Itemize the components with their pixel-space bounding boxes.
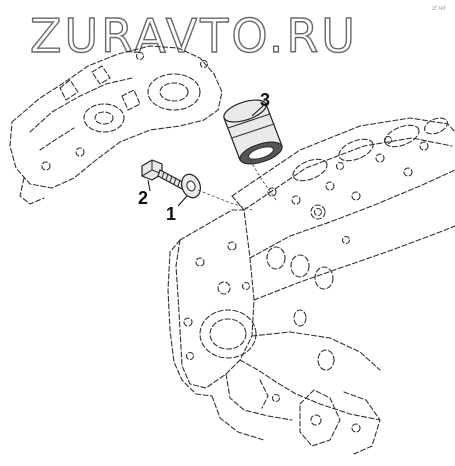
bearing-bushing — [223, 99, 283, 165]
label-2: 2 — [138, 188, 148, 208]
assembly-axis — [197, 159, 277, 211]
engine-block — [167, 117, 455, 455]
washer — [180, 173, 202, 199]
corner-mark: zf ref — [432, 6, 446, 12]
leader-line — [177, 195, 188, 207]
timing-cover — [9, 45, 223, 205]
bolt — [141, 159, 187, 191]
callout-2: 2 — [138, 179, 151, 208]
callout-3: 3 — [251, 90, 270, 117]
leader-line — [147, 179, 151, 192]
callout-1: 1 — [166, 195, 188, 224]
label-1: 1 — [166, 204, 176, 224]
leader-line — [251, 105, 264, 117]
label-3: 3 — [260, 90, 270, 110]
